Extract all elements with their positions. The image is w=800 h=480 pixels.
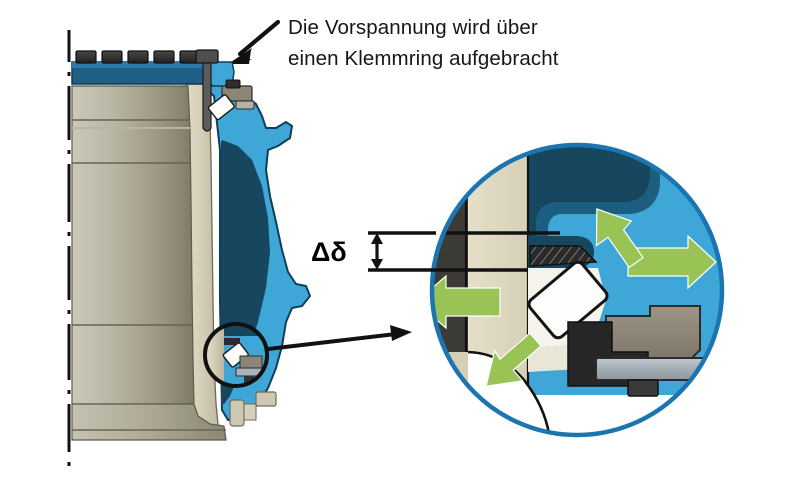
main-cross-section [71, 49, 312, 441]
detail-plate [595, 357, 707, 381]
foot-boss-right [255, 391, 277, 407]
detail-bottom-curve [465, 350, 552, 435]
foot-boss-left [229, 399, 245, 427]
delta-label: Δδ [311, 237, 347, 267]
force-arrow-right-outward [627, 234, 717, 290]
delta-dimension-group: Δδ [311, 231, 436, 272]
upper-clamp-detail [207, 79, 255, 121]
bolt-head [75, 50, 97, 64]
caption-block: Die Vorspannung wird über einen Klemmrin… [288, 16, 559, 70]
bolt-head [153, 50, 175, 64]
force-arrow-lower-inward [485, 332, 542, 387]
bolt-head [127, 50, 149, 64]
detail-housing-notch [520, 145, 650, 250]
upper-clamp-ring [207, 94, 235, 121]
force-arrow-left-outward [432, 274, 501, 330]
bolt-head-row [75, 50, 201, 64]
upper-seal-block [225, 79, 241, 89]
force-arrow-upper-inward [595, 208, 644, 269]
detail-stud-stub [627, 379, 659, 397]
flange-band-highlight [72, 62, 208, 68]
upper-plate [235, 100, 255, 110]
caption-line-1: Die Vorspannung wird über [288, 16, 538, 39]
detail-clamp-ring [527, 260, 609, 340]
liner-foot [71, 403, 227, 441]
delta-arrowhead-down-icon [371, 259, 383, 270]
lower-detail-seal [224, 338, 240, 345]
cylinder-liner-body [71, 85, 195, 405]
lower-stud [244, 376, 254, 383]
detail-callout-circle-icon [203, 322, 269, 388]
stud-assembly [195, 49, 219, 132]
foot-web [243, 403, 257, 421]
caption-line-2: einen Klemmring aufgebracht [288, 47, 559, 70]
detail-callout-border [429, 142, 725, 438]
stud-head [195, 49, 219, 64]
stud-shank [202, 62, 212, 132]
caption-pointer-arrow-icon [229, 19, 281, 64]
bolt-head [101, 50, 123, 64]
delta-arrowhead-up-icon [371, 233, 383, 244]
detail-leader-arrow-icon [266, 325, 412, 351]
